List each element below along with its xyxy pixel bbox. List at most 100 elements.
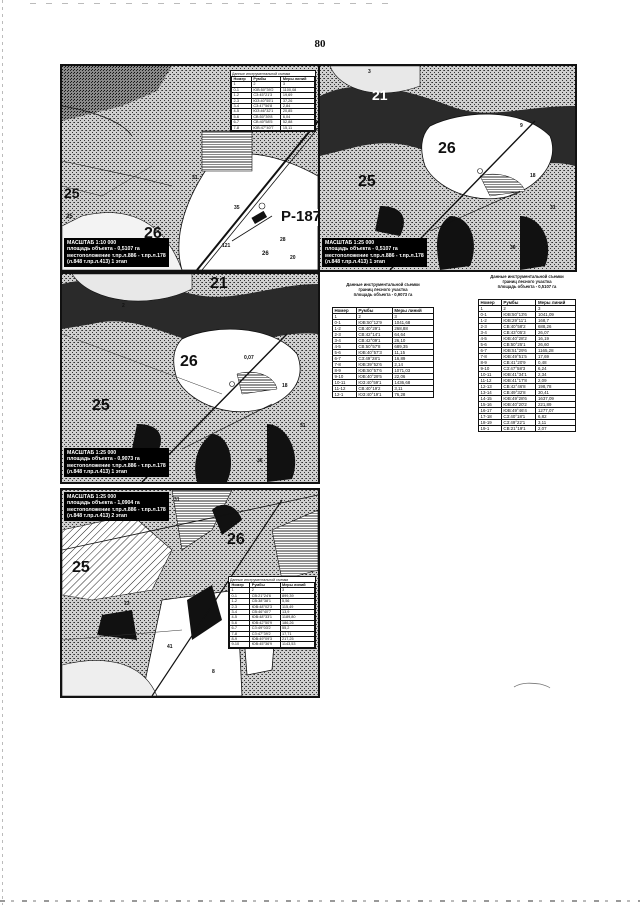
cell-length: 15,11 (280, 124, 315, 132)
map-2-label-3: 3 (368, 69, 371, 75)
road-label-r187: Р-187 (279, 208, 318, 226)
map-4-label-25: 25 (72, 559, 90, 576)
map-3-caption-scale: МАСШТАБ 1:25 000 (67, 450, 117, 456)
map-1-label-26: 26 (144, 225, 162, 242)
map-3-caption: МАСШТАБ 1:25 000 площадь объекта - 0,907… (64, 448, 169, 478)
map-4-caption-area: площадь объекта - 1,0904 га (67, 500, 140, 507)
col-length: Меры линий (280, 75, 315, 83)
map-1-label-121: 121 (222, 243, 231, 249)
map-1-label-28: 28 (280, 237, 286, 243)
map-1-label-25: 25 (64, 185, 80, 201)
cell-number: 12-1 (332, 391, 357, 398)
cell-length: 2,07 (535, 425, 576, 432)
survey-table-right: Данные инструментальной съемки границ ле… (478, 274, 576, 432)
map-1-survey-title: Данные инструментальной съемки (232, 71, 291, 76)
map-2-caption-area: площадь объекта - 0,5107 га (325, 246, 398, 253)
map-1-label-26b: 26 (262, 251, 269, 257)
survey-table-left: Данные инструментальной съемки границ ле… (332, 282, 435, 398)
map-2-label-9: 9 (520, 123, 523, 129)
cell-bearing: ЮВ:45°36'9 (249, 641, 281, 648)
map-2-label-31: 31 (550, 205, 556, 211)
map-3-label-18: 18 (282, 383, 288, 389)
map-2-label-18: 18 (530, 173, 536, 179)
map-1-caption-area: площадь объекта - 0,5107 га (67, 246, 140, 253)
map-1-caption-stage: (л.848 т.пр.л.413) 1 этап (67, 258, 128, 265)
survey-table-left-title-3: площадь объекта - 0,9073 га (353, 292, 413, 297)
map-4-label-26: 26 (227, 531, 245, 548)
map-1-label-20: 20 (290, 255, 296, 261)
map-panel-2: 21 26 25 3 18 31 9 36 МАСШТАБ 1:25 000 п… (318, 64, 577, 272)
map-3-label-area: 0,07 (244, 355, 254, 361)
map-2-label-25: 25 (358, 173, 376, 190)
map-3-terrain (62, 274, 318, 482)
scan-noise-top (30, 3, 390, 4)
map-panel-3: 21 26 25 2 18 36 31 0,07 МАСШТАБ 1:25 00… (60, 272, 320, 484)
cell-bearing: СВ:21°19'1 (500, 425, 537, 432)
map-1-label-31: 31 (192, 175, 198, 181)
scan-noise-bottom (0, 900, 640, 902)
table-header-row: Номер Румбы Меры линий (231, 75, 315, 83)
page-number: 80 (314, 38, 326, 50)
map-panel-1: 25 26 26 25 121 31 28 20 35 Р-187 Данные… (60, 64, 320, 272)
cell-bearing: ЮВ:47°40'7 (250, 124, 282, 132)
map-1-caption-scale: МАСШТАБ 1:10 000 (67, 240, 117, 246)
map-3-label-26: 26 (180, 353, 198, 370)
cell-number: 7-8 (231, 124, 252, 132)
map-2-caption-scale: МАСШТАБ 1:25 000 (325, 240, 375, 246)
scan-edge-line (2, 0, 3, 905)
survey-table-right-title-2: границ лесного участка (502, 279, 552, 284)
map-4-survey-title: Данные инструментальной съемки (230, 577, 289, 582)
map-4-label-23: 23 (124, 601, 130, 607)
map-3-caption-stage: (л.848 т.пр.л.413) 1 этап (67, 468, 128, 475)
map-2-label-21: 21 (372, 87, 388, 103)
map-3-label-2: 2 (122, 303, 125, 309)
map-3-label-21: 21 (210, 275, 228, 292)
survey-table-left-title-2: границ лесного участка (358, 287, 408, 292)
pencil-mark (513, 682, 551, 689)
map-1-label-35: 35 (234, 205, 240, 211)
col-number: Номер (231, 75, 252, 83)
map-4-label-31: 31 (174, 497, 180, 503)
map-2-terrain (320, 66, 575, 270)
cell-bearing: ЮЗ:40°19'1 (355, 391, 393, 398)
cell-number: 19-1 (478, 425, 502, 432)
map-4-caption: МАСШТАБ 1:25 000 площадь объекта - 1,090… (64, 492, 169, 522)
map-1-survey-table: Данные инструментальной съемки Номер Рум… (230, 70, 316, 133)
map-1-caption: МАСШТАБ 1:10 000 площадь объекта - 0,510… (64, 238, 169, 268)
map-4-survey-table: Данные инструментальной съемки Номер Рум… (228, 576, 316, 649)
map-2-label-26: 26 (438, 140, 456, 157)
map-1-label-25b: 25 (66, 214, 73, 220)
survey-table-right-title-1: Данные инструментальной съемки (490, 274, 564, 279)
map-3-caption-area: площадь объекта - 0,9073 га (67, 456, 140, 463)
map-2-caption-location: местоположение т.пр.л.886 - т.пр.л.178 (325, 252, 424, 259)
col-number: Номер (228, 581, 251, 589)
cell-length: 76,28 (391, 391, 435, 398)
map-4-caption-scale: МАСШТАБ 1:25 000 (67, 494, 117, 500)
cell-length: 1143,53 (279, 641, 316, 648)
survey-table-right-title-3: площадь объекта - 0,5107 га (497, 284, 557, 289)
map-4-label-41: 41 (167, 644, 173, 650)
map-3-caption-location: местоположение т.пр.л.886 - т.пр.л.178 (67, 462, 166, 469)
map-2-label-36: 36 (510, 245, 516, 251)
map-2-caption-stage: (л.848 т.пр.л.413) 1 этап (325, 258, 386, 265)
map-4-caption-location: местоположение т.пр.л.886 - т.пр.л.178 (67, 506, 166, 513)
map-4-label-8: 8 (212, 669, 215, 675)
map-1-caption-location: местоположение т.пр.л.886 - т.пр.л.178 (67, 252, 166, 259)
map-3-label-36: 36 (257, 458, 263, 464)
map-3-label-31: 31 (300, 423, 306, 429)
map-3-label-25: 25 (92, 397, 110, 414)
survey-table-left-title-1: Данные инструментальной съемки (346, 282, 420, 287)
